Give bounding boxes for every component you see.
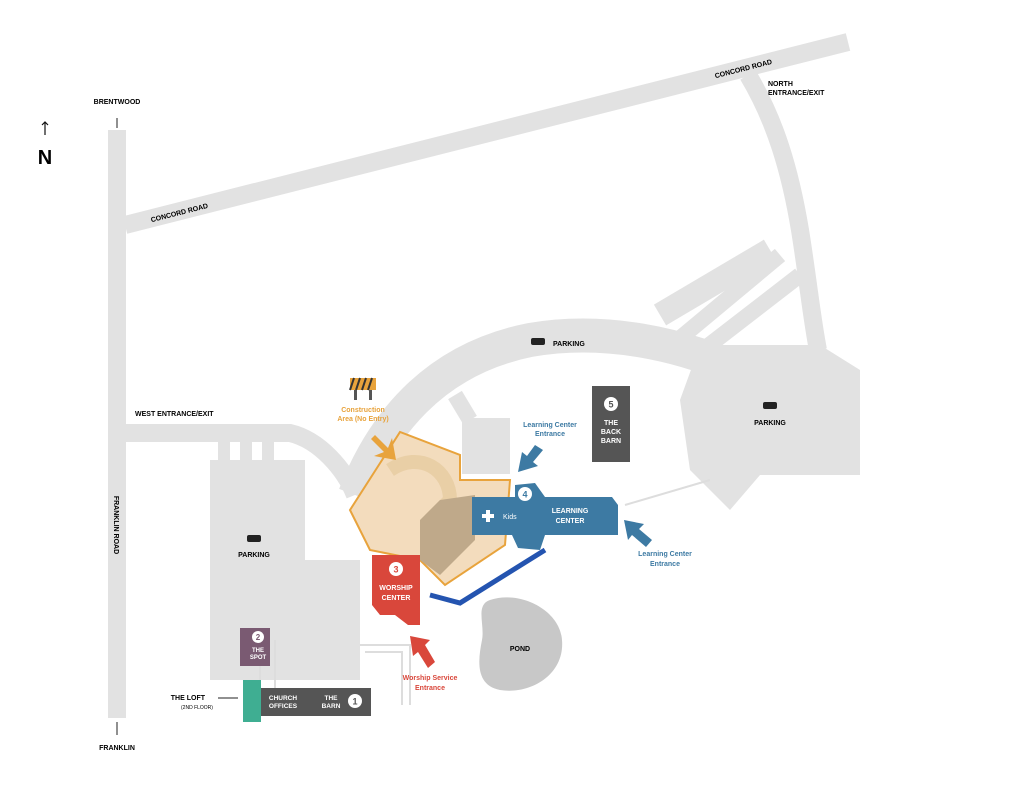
construction-arrow-icon xyxy=(371,435,396,460)
spot-label-2: SPOT xyxy=(250,655,267,661)
the-loft-building xyxy=(243,680,261,722)
temp-walkway xyxy=(429,547,547,606)
construction-label-2: Area (No Entry) xyxy=(337,416,388,423)
learning-top-entrance-1: Learning Center xyxy=(523,422,577,429)
learning-right-entrance-2: Entrance xyxy=(650,561,680,568)
barn-label-1: THE xyxy=(325,695,339,702)
inner-spur xyxy=(448,390,477,425)
spot-number: 2 xyxy=(256,633,261,642)
learning-right-entrance-1: Learning Center xyxy=(638,551,692,558)
parking-left-label: PARKING xyxy=(238,552,270,559)
worship-entrance-1: Worship Service xyxy=(403,675,458,682)
kids-label: Kids xyxy=(503,514,517,521)
pond xyxy=(479,597,563,691)
parking-loop-road xyxy=(339,318,768,502)
east-lot-strip xyxy=(653,239,777,326)
construction-label-1: Construction xyxy=(341,407,385,414)
learning-right-arrow-icon xyxy=(624,520,652,547)
entrance-arrows xyxy=(371,435,652,668)
learning-label-1: LEARNING xyxy=(552,508,589,515)
back-barn-label-1: THE xyxy=(604,420,618,427)
parking-lot-right xyxy=(680,345,860,510)
inner-lot xyxy=(462,418,510,474)
learning-label-2: CENTER xyxy=(556,518,585,525)
loft-sublabel: (2ND FLOOR) xyxy=(181,705,213,711)
parking-top-label: PARKING xyxy=(553,341,585,348)
brentwood-label: BRENTWOOD xyxy=(94,99,141,106)
spot-label-1: THE xyxy=(252,648,264,654)
parking-lots xyxy=(210,345,860,680)
franklin-road-label: FRANKLIN ROAD xyxy=(112,496,119,554)
learning-top-entrance-2: Entrance xyxy=(535,431,565,438)
offices-label-1: CHURCH xyxy=(269,695,297,702)
north-entrance-label-2: ENTRANCE/EXIT xyxy=(768,90,825,97)
back-barn-label-2: BACK xyxy=(601,429,621,436)
barn-label-2: BARN xyxy=(322,703,341,710)
parking-lot-left xyxy=(210,460,360,680)
building-number-badges xyxy=(252,397,618,708)
parking-right-label: PARKING xyxy=(754,420,786,427)
franklin-label: FRANKLIN xyxy=(99,745,135,752)
back-barn-label-3: BARN xyxy=(601,438,621,445)
car-icons xyxy=(247,338,777,542)
learning-number: 4 xyxy=(522,490,527,500)
construction-inner xyxy=(386,454,458,525)
worship-center-building xyxy=(372,555,420,625)
compass-arrow-icon xyxy=(41,121,49,135)
worship-arrow-icon xyxy=(410,636,435,668)
loft-label: THE LOFT xyxy=(171,695,206,702)
pond-label: POND xyxy=(510,646,530,653)
north-entrance-label-1: NORTH xyxy=(768,81,793,88)
worship-number: 3 xyxy=(393,565,398,575)
worship-label-2: CENTER xyxy=(382,595,411,602)
roads xyxy=(108,33,851,718)
worship-entrance-2: Entrance xyxy=(415,685,445,692)
worship-label-1: WORSHIP xyxy=(379,585,413,592)
offices-label-2: OFFICES xyxy=(269,703,298,710)
compass-label: N xyxy=(38,147,52,169)
back-barn-number: 5 xyxy=(608,400,613,410)
worship-center-core xyxy=(420,495,475,575)
learning-center-building xyxy=(472,483,618,550)
west-entrance-label: WEST ENTRANCE/EXIT xyxy=(135,411,214,418)
concord-road xyxy=(122,33,851,234)
learning-top-arrow-icon xyxy=(518,445,543,472)
kids-icon xyxy=(482,510,494,522)
construction-barrier-icon xyxy=(349,377,376,400)
barn-number: 1 xyxy=(352,697,357,707)
north-entrance-road xyxy=(740,70,827,352)
